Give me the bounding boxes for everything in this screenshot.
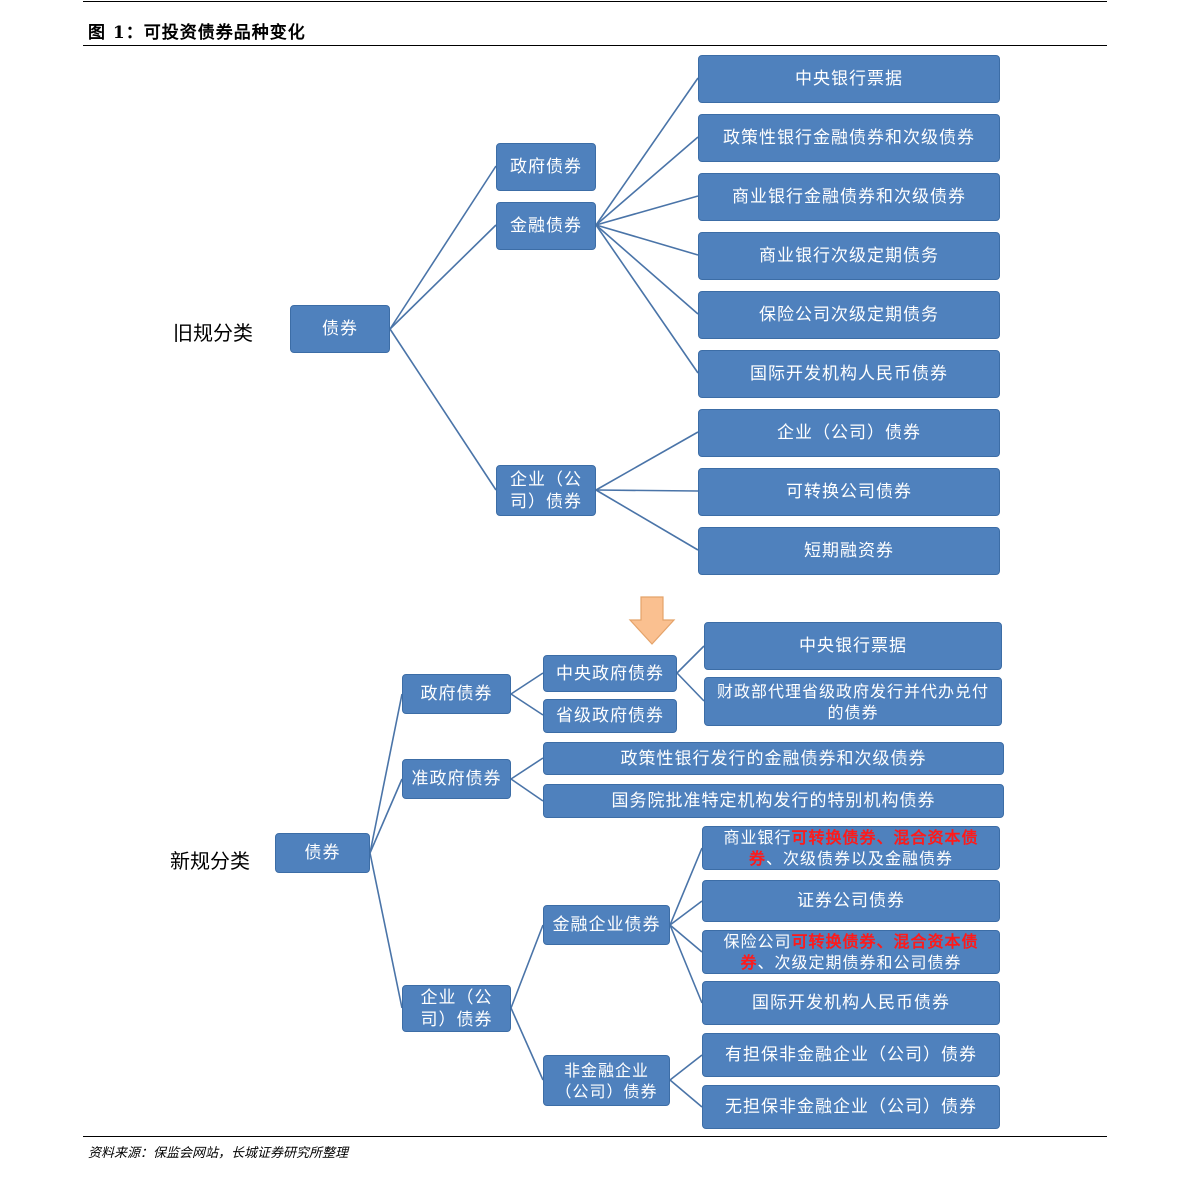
old-leaf-node: 商业银行次级定期债务 xyxy=(698,232,1000,280)
bank-bond-leaf-node: 商业银行可转换债券、混合资本债券、次级债券以及金融债券 xyxy=(702,826,1000,870)
source-note: 资料来源：保监会网站，长城证券研究所整理 xyxy=(88,1146,349,1161)
nonfin-leaf-node: 有担保非金融企业（公司）债券 xyxy=(702,1033,1000,1077)
connector xyxy=(595,224,699,256)
fin-corp-bond-node: 金融企业债券 xyxy=(543,905,670,945)
nonfin-corp-bond-node: 非金融企业（公司）债券 xyxy=(543,1055,670,1106)
connector xyxy=(595,224,699,315)
intl-dev-bond-leaf-node: 国际开发机构人民币债券 xyxy=(702,981,1000,1025)
old-leaf-node: 短期融资券 xyxy=(698,527,1000,575)
connector xyxy=(595,77,699,226)
connector xyxy=(510,1007,544,1081)
connector xyxy=(369,778,403,854)
bank-leaf-highlight: 可转换债券、混合资本债券 xyxy=(748,828,979,868)
old-leaf-node: 企业（公司）债券 xyxy=(698,409,1000,457)
connector xyxy=(595,136,699,226)
connector xyxy=(595,489,699,492)
connector xyxy=(669,924,703,953)
connector xyxy=(669,900,703,926)
central-leaf-node: 中央银行票据 xyxy=(704,622,1002,670)
provincial-gov-bond-node: 省级政府债券 xyxy=(543,699,677,733)
central-gov-bond-node: 中央政府债券 xyxy=(543,655,677,692)
central-leaf-node: 财政部代理省级政府发行并代办兑付的债券 xyxy=(704,677,1002,726)
connector xyxy=(510,672,544,695)
connector xyxy=(676,645,705,674)
connector xyxy=(389,328,497,491)
new-classification-label: 新规分类 xyxy=(170,849,250,873)
connector xyxy=(369,693,403,854)
connector xyxy=(669,1054,703,1081)
title-rule xyxy=(83,45,1107,46)
old-leaf-node: 可转换公司债券 xyxy=(698,468,1000,516)
connector xyxy=(595,489,699,551)
connector xyxy=(676,672,705,702)
old-fin-bond-node: 金融债券 xyxy=(496,202,596,250)
down-arrow-icon xyxy=(628,596,676,645)
securities-bond-leaf-node: 证券公司债券 xyxy=(702,880,1000,922)
old-leaf-node: 商业银行金融债券和次级债券 xyxy=(698,173,1000,221)
figure-title: 图 1：可投资债券品种变化 xyxy=(88,23,306,43)
nonfin-leaf-node: 无担保非金融企业（公司）债券 xyxy=(702,1085,1000,1129)
connector xyxy=(510,757,544,780)
connector xyxy=(389,224,497,330)
old-root-node: 债券 xyxy=(290,305,390,353)
old-corp-bond-node: 企业（公司）债券 xyxy=(496,465,596,516)
connector xyxy=(595,431,699,491)
connector xyxy=(669,924,703,1004)
connector xyxy=(669,847,703,926)
connector xyxy=(669,1079,703,1108)
bottom-rule xyxy=(83,1136,1107,1137)
ins-leaf-text: 保险公司 xyxy=(723,932,792,951)
connector xyxy=(595,195,699,226)
connector xyxy=(595,224,699,374)
bank-leaf-text: 商业银行 xyxy=(723,828,792,847)
connector xyxy=(369,852,403,1009)
bank-leaf-text-end: 、次级债券以及金融债券 xyxy=(766,849,954,868)
new-corp-bond-node: 企业（公司）债券 xyxy=(402,985,511,1032)
connector xyxy=(510,778,544,802)
ins-leaf-highlight: 可转换债券、混合资本债券 xyxy=(740,932,979,972)
connector xyxy=(389,165,497,330)
insurance-bond-leaf-node: 保险公司可转换债券、混合资本债券、次级定期债券和公司债券 xyxy=(702,930,1000,974)
old-leaf-node: 保险公司次级定期债务 xyxy=(698,291,1000,339)
connector xyxy=(510,924,544,1009)
connector xyxy=(510,693,544,716)
top-rule xyxy=(83,1,1107,2)
old-gov-bond-node: 政府债券 xyxy=(496,143,596,191)
new-gov-bond-node: 政府债券 xyxy=(402,674,511,714)
old-leaf-node: 中央银行票据 xyxy=(698,55,1000,103)
quasi-gov-leaf-node: 政策性银行发行的金融债券和次级债券 xyxy=(543,742,1004,775)
ins-leaf-text-end: 、次级定期债券和公司债券 xyxy=(757,953,962,972)
new-root-node: 债券 xyxy=(275,833,370,873)
quasi-gov-leaf-node: 国务院批准特定机构发行的特别机构债券 xyxy=(543,784,1004,818)
new-quasi-gov-bond-node: 准政府债券 xyxy=(402,759,511,799)
old-classification-label: 旧规分类 xyxy=(173,321,253,345)
old-leaf-node: 国际开发机构人民币债券 xyxy=(698,350,1000,398)
old-leaf-node: 政策性银行金融债券和次级债券 xyxy=(698,114,1000,162)
